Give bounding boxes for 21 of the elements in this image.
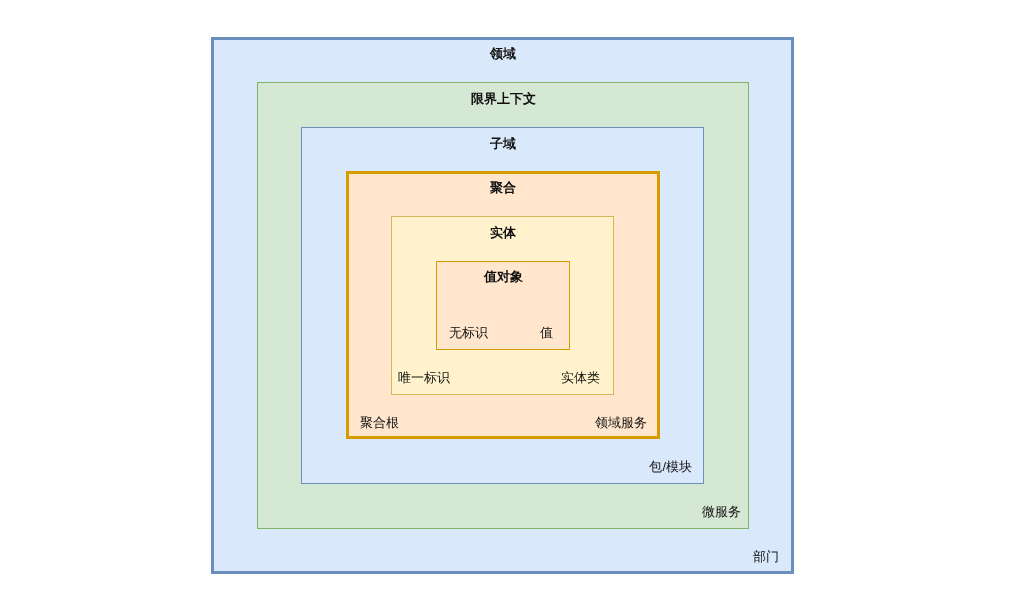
box-label: 微服务 (702, 503, 741, 521)
box-label: 领域服务 (595, 414, 647, 432)
box-heading: 子域 (489, 135, 516, 153)
box-heading: 限界上下文 (470, 90, 536, 108)
box-label: 无标识 (449, 324, 488, 342)
nested-box (301, 127, 704, 484)
box-heading: 值对象 (483, 268, 523, 286)
box-heading: 实体 (489, 224, 516, 242)
nested-box (211, 37, 794, 574)
box-label: 实体类 (561, 369, 600, 387)
box-label: 部门 (753, 548, 779, 566)
nested-box (391, 216, 614, 395)
box-heading: 聚合 (490, 179, 516, 197)
box-label: 包/模块 (649, 458, 692, 476)
box-label: 聚合根 (360, 414, 399, 432)
nested-box (257, 82, 749, 529)
box-label: 值 (540, 324, 553, 342)
box-label: 唯一标识 (398, 369, 450, 387)
box-heading: 领域 (489, 45, 516, 63)
nested-box (436, 261, 570, 350)
nested-box (346, 171, 660, 439)
